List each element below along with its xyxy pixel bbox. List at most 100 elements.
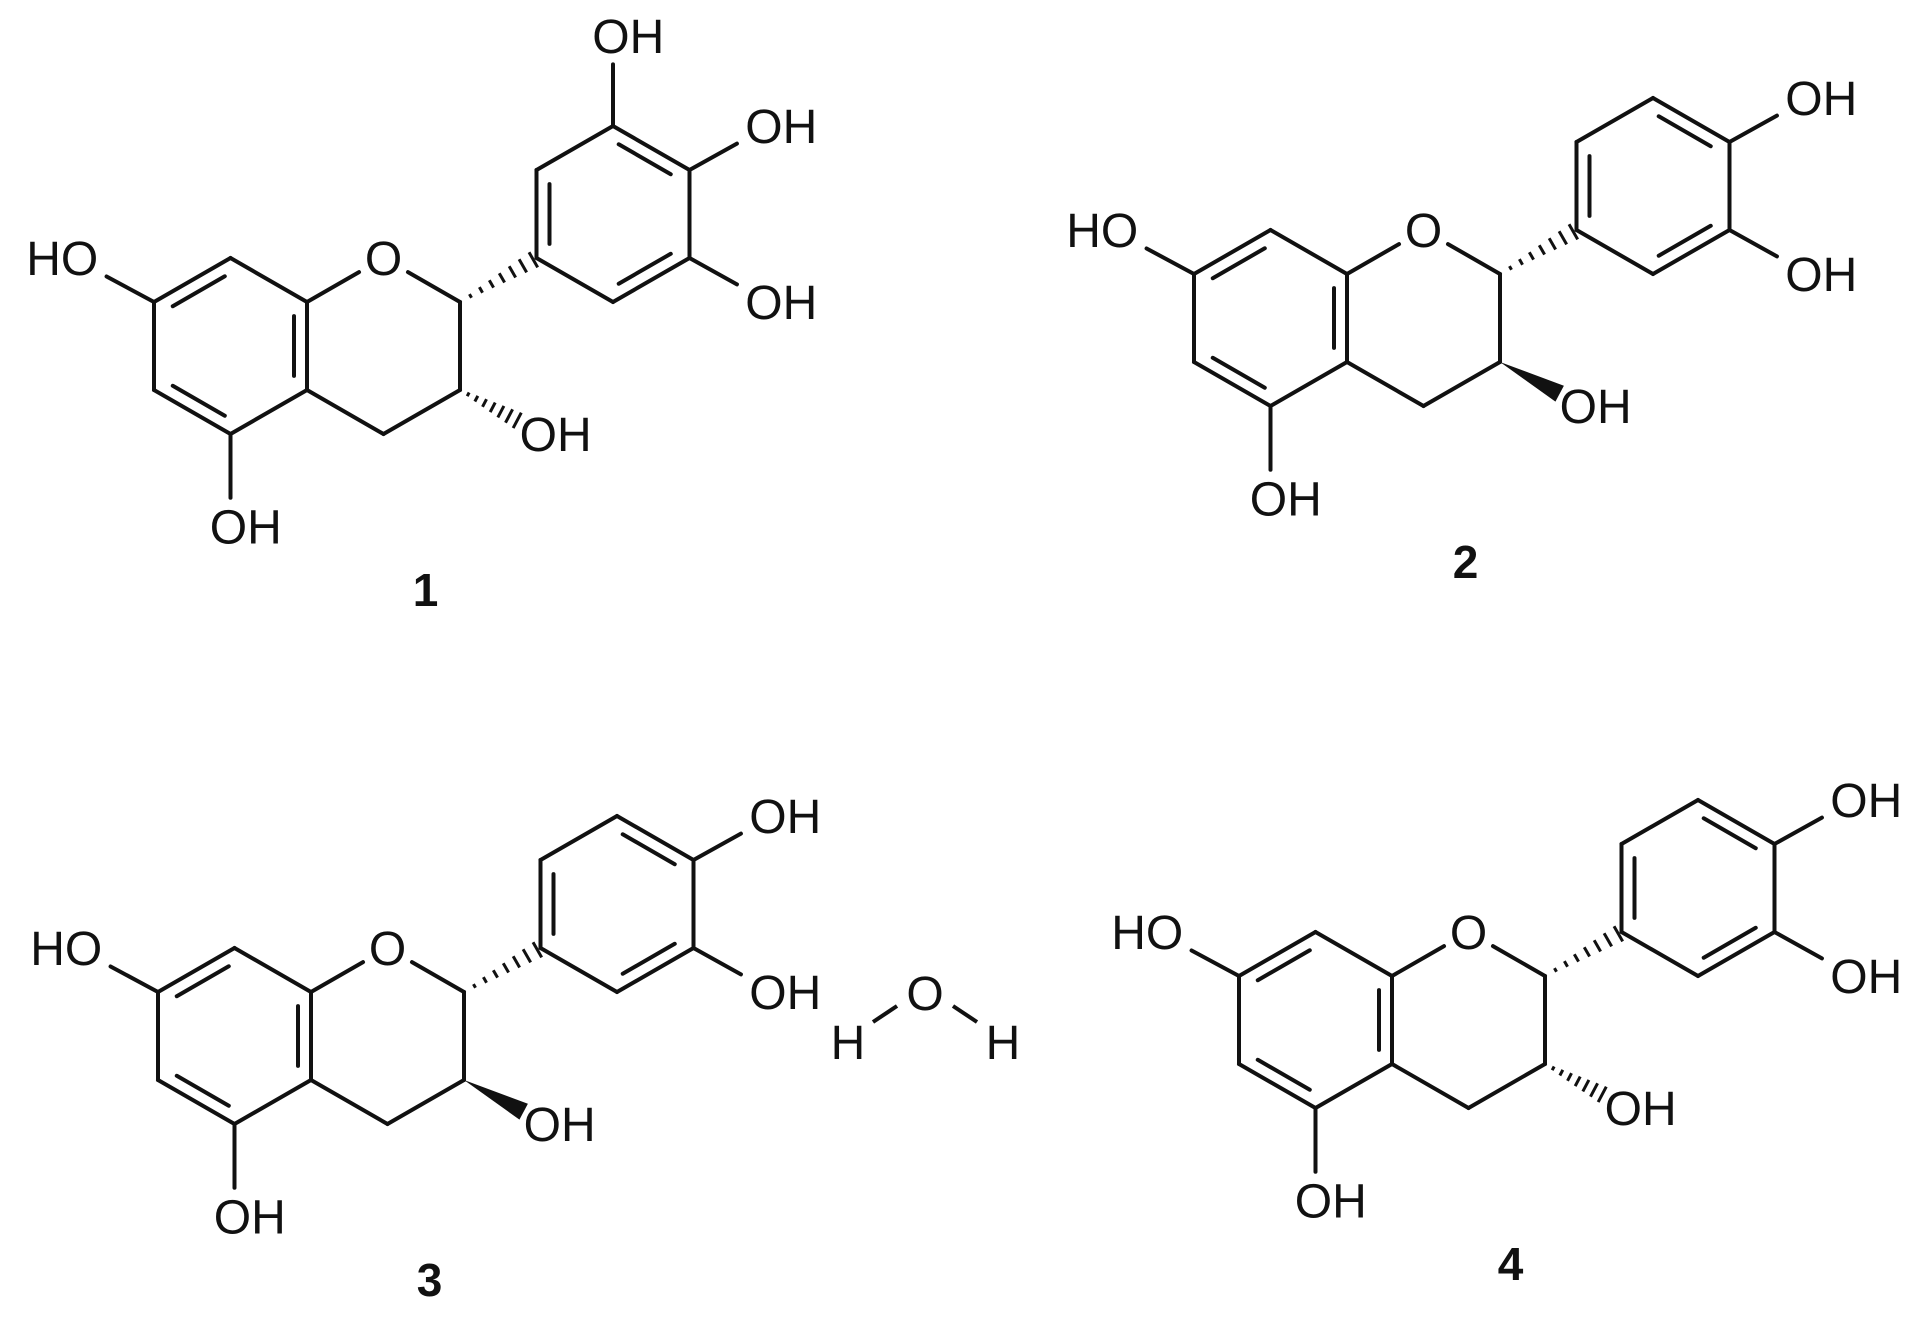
hash-line: [1567, 223, 1579, 241]
compound-number: 2: [1453, 536, 1479, 588]
hash-line: [507, 265, 517, 279]
compound-number: 3: [417, 1254, 443, 1306]
c-ring-bond-o: [405, 270, 462, 304]
b-ring-double-bond: [620, 941, 677, 976]
hash-line: [468, 293, 473, 299]
b-ring-lower-hydroxyl-bond: [691, 946, 743, 977]
b-ring-double-bond: [1701, 925, 1758, 960]
b-ring-bond: [615, 946, 696, 994]
hash-line: [1528, 251, 1535, 261]
hash-line: [1553, 967, 1558, 973]
c-ring-bond: [1345, 360, 1426, 408]
hash-line: [1581, 1079, 1591, 1093]
hash-line: [501, 962, 510, 974]
c2-aryl-stereo-bond: [468, 251, 539, 299]
b-ring-double-bond: [1656, 223, 1713, 258]
c7-hydroxyl-bond: [104, 274, 156, 304]
a-ring-bond: [1268, 228, 1349, 276]
c7-hydroxyl-bond: [1189, 948, 1241, 978]
c2-aryl-stereo-bond: [1553, 925, 1624, 973]
hash-line: [482, 976, 488, 984]
c5-hydroxyl-label: OH: [1250, 473, 1322, 526]
a-ring-bond: [1192, 360, 1273, 408]
c2-aryl-stereo-bond: [472, 941, 543, 989]
hash-line: [1557, 230, 1568, 246]
a-ring-double-bond: [170, 274, 227, 309]
b-ring-bond: [1696, 798, 1777, 846]
b-ring-bond: [1651, 96, 1732, 144]
c-ring-bond-o: [409, 960, 466, 994]
a-ring-double-bond: [1210, 355, 1267, 390]
hash-line: [511, 412, 523, 429]
water-oxygen-label: O: [906, 968, 943, 1021]
c3-hydroxyl-label: OH: [1605, 1083, 1677, 1136]
hash-line: [472, 983, 477, 989]
water-bond: [871, 1004, 899, 1024]
b-ring-lower-hydroxyl-label: OH: [749, 967, 821, 1020]
hash-line: [1573, 953, 1580, 963]
b-ring-lower-hydroxyl-bond: [1727, 228, 1779, 259]
a-ring-bond: [228, 256, 309, 304]
ring-oxygen-label: O: [365, 233, 402, 286]
hash-line: [1592, 939, 1602, 953]
a-ring-bond: [232, 946, 313, 994]
b-ring-double-bond: [616, 142, 673, 177]
a-ring-bond: [1192, 228, 1273, 276]
c7-hydroxyl-label: HO: [1066, 205, 1138, 258]
b-ring-bond: [1574, 228, 1655, 276]
hash-line: [1596, 1086, 1608, 1103]
hash-line: [496, 405, 506, 419]
c3-hydroxyl-stereo-bond: [1550, 1065, 1608, 1103]
hash-line: [1547, 237, 1557, 251]
hash-line: [478, 286, 484, 294]
a-ring-double-bond: [174, 964, 231, 999]
c-ring-bond-o: [1345, 242, 1402, 276]
hash-line: [1558, 1069, 1565, 1077]
a-ring-bond: [1237, 1062, 1318, 1110]
c7-hydroxyl-label: HO: [1111, 907, 1183, 960]
hash-line: [488, 279, 495, 289]
c-ring-bond: [1390, 1062, 1471, 1110]
b-ring-upper-hydroxyl-bond: [691, 831, 743, 862]
hash-line: [531, 941, 543, 959]
c-ring-bond: [1421, 360, 1502, 408]
b-ring-double-bond: [1656, 114, 1713, 149]
a-ring-double-bond: [170, 383, 227, 418]
hash-line: [465, 391, 471, 397]
c-ring-bond-o: [1390, 944, 1447, 978]
b-ring-bond: [1619, 798, 1700, 846]
hash-line: [481, 398, 488, 408]
b-ring-double-bond: [1701, 816, 1758, 851]
b-ring-lower-hydroxyl-label: OH: [1830, 951, 1902, 1004]
a-ring-double-bond: [1210, 246, 1267, 281]
c-ring-bond-o: [1445, 242, 1502, 276]
hash-line: [492, 969, 499, 979]
c-ring-bond: [309, 1078, 390, 1126]
ring-oxygen-label: O: [1405, 205, 1442, 258]
hash-line: [1518, 258, 1524, 266]
c7-hydroxyl-label: HO: [26, 233, 98, 286]
hash-line: [1589, 1082, 1599, 1098]
water-hydrogen-label: H: [831, 1017, 866, 1070]
hash-line: [497, 272, 506, 284]
b-ring-bond: [611, 124, 692, 172]
b-ring-upper-hydroxyl-bond: [687, 141, 739, 172]
b-ring-double-bond: [620, 832, 677, 867]
hash-line: [1508, 265, 1513, 271]
b-ring-upper-hydroxyl-label: OH: [745, 101, 817, 154]
b-ring-double-bond: [616, 251, 673, 286]
hash-line: [527, 251, 539, 269]
a-ring-bond: [232, 1078, 313, 1126]
c-ring-bond-o: [305, 270, 362, 304]
a-ring-double-bond: [174, 1073, 231, 1108]
a-ring-bond: [228, 388, 309, 436]
hash-line: [521, 948, 532, 964]
a-ring-bond: [1313, 930, 1394, 978]
b-ring-upper-hydroxyl-bond: [1727, 113, 1779, 144]
hash-line: [511, 955, 521, 969]
